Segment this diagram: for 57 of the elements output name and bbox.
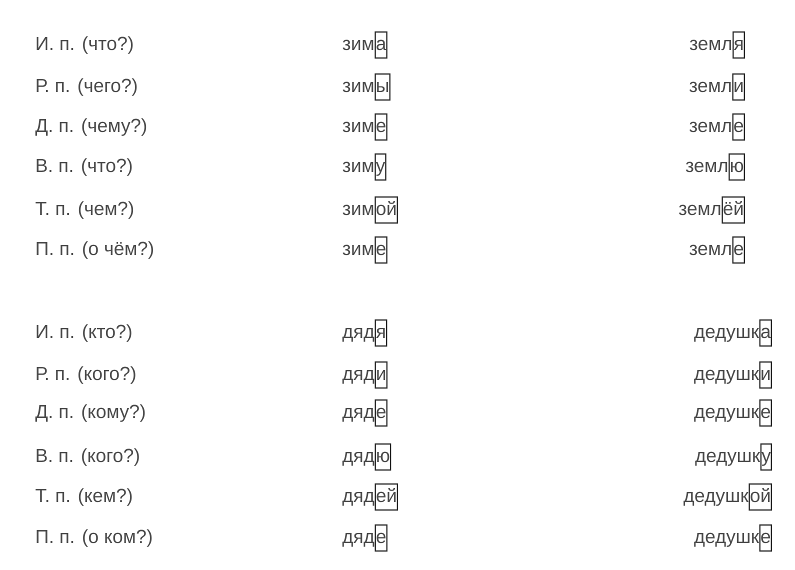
- ending-box: е: [374, 236, 388, 264]
- ending-box: ёй: [722, 196, 745, 224]
- case-label: П. п. (о чём?): [36, 241, 154, 259]
- case-label: Т. п. (кем?): [36, 488, 132, 506]
- word-stem: зим: [342, 40, 374, 50]
- word-stem: дяд: [342, 452, 374, 466]
- ending-box: е: [732, 113, 745, 141]
- ending-box: я: [732, 31, 745, 59]
- ending-box: е: [374, 399, 388, 427]
- ending-box: е: [374, 524, 388, 552]
- ending-box: ы: [374, 73, 390, 101]
- word-stem: земл: [690, 40, 732, 50]
- word-stem: дяд: [342, 532, 374, 547]
- word-stem: земл: [678, 204, 720, 216]
- word-stem: дяд: [342, 328, 374, 342]
- word-stem: дяд: [342, 370, 374, 384]
- ending-box: е: [374, 113, 388, 141]
- word-stem: земл: [689, 122, 731, 132]
- ending-box: ей: [374, 483, 398, 511]
- word-stem: земл: [689, 244, 731, 256]
- word-stem: зим: [342, 244, 374, 256]
- word-stem: дедушк: [694, 328, 760, 342]
- word-stem: зим: [342, 162, 374, 172]
- ending-box: я: [374, 319, 388, 347]
- case-label: И. п. (кто?): [36, 324, 132, 342]
- case-label: И. п. (что?): [36, 36, 133, 54]
- case-label: Р. п. (чего?): [36, 78, 137, 96]
- word-stem: дедушк: [694, 532, 760, 547]
- word-stem: земл: [686, 162, 728, 172]
- ending-box: е: [759, 399, 772, 427]
- case-label: Т. п. (чем?): [36, 201, 134, 219]
- ending-box: ой: [748, 483, 772, 511]
- case-label: В. п. (кого?): [36, 448, 139, 466]
- case-label: Д. п. (кому?): [35, 404, 145, 422]
- ending-box: ой: [374, 196, 398, 224]
- word-stem: дедушк: [694, 370, 760, 384]
- case-label: Р. п. (кого?): [36, 366, 136, 384]
- word-stem: зим: [342, 204, 374, 216]
- ending-box: а: [759, 319, 772, 347]
- ending-box: е: [759, 524, 772, 552]
- word-stem: зим: [342, 82, 374, 92]
- ending-box: и: [759, 361, 772, 389]
- word-stem: дедушк: [684, 492, 749, 506]
- ending-box: и: [732, 73, 745, 101]
- ending-box: ю: [728, 153, 745, 181]
- case-label: В. п. (что?): [36, 158, 132, 176]
- word-stem: земл: [689, 82, 731, 92]
- word-stem: дедушк: [694, 408, 760, 422]
- ending-box: и: [374, 361, 388, 389]
- word-stem: дедушк: [695, 452, 760, 466]
- case-label: Д. п. (чему?): [35, 118, 146, 136]
- word-stem: дяд: [342, 492, 374, 506]
- word-stem: зим: [342, 122, 374, 132]
- ending-box: ю: [374, 443, 392, 471]
- case-label: П. п. (о ком?): [36, 529, 152, 547]
- ending-box: е: [732, 236, 745, 264]
- word-stem: дяд: [342, 408, 374, 422]
